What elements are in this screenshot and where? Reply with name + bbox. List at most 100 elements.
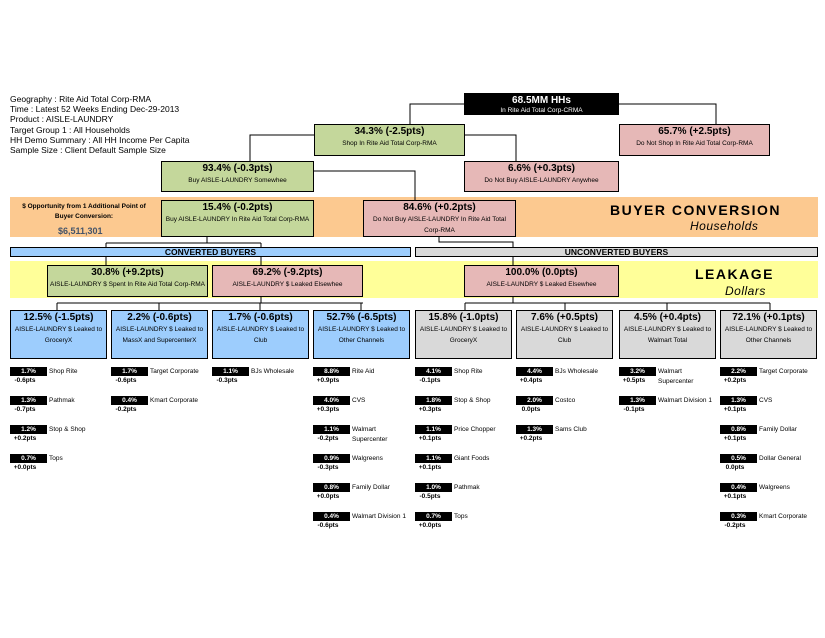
store-change: +0.3pts — [418, 406, 442, 413]
store-name: BJs Wholesale — [251, 368, 294, 375]
store-name: Dollar General — [759, 455, 801, 462]
header-target-group: Target Group 1 : All Households — [10, 124, 131, 135]
store-item: 0.7% +0.0pts Tops — [415, 512, 515, 538]
node-spent-in-rite-aid: 30.8% (+9.2pts) AISLE-LAUNDRY $ Spent In… — [47, 265, 208, 297]
store-share: 1.3% — [720, 396, 757, 405]
store-change: +0.0pts — [418, 522, 442, 529]
channel-value: 72.1% (+0.1pts) — [732, 312, 805, 323]
header-geography: Geography : Rite Aid Total Corp-RMA — [10, 94, 152, 104]
store-item: 1.3% -0.1pts Walmart Division 1 — [619, 396, 719, 422]
store-name: Walgreens — [759, 484, 790, 491]
node-label: AISLE-LAUNDRY $ Spent In Rite Aid Total … — [50, 281, 205, 288]
store-name: BJs Wholesale — [555, 368, 598, 375]
store-change: 0.0pts — [521, 406, 541, 413]
store-item: 0.8% +0.0pts Family Dollar — [313, 483, 413, 509]
store-name: Stop & Shop — [49, 426, 86, 433]
store-change: -0.7pts — [14, 406, 36, 413]
store-change: -0.5pts — [419, 493, 441, 500]
channel-box: 2.2% (-0.6pts) AISLE-LAUNDRY $ Leaked to… — [111, 310, 208, 359]
store-change: -0.2pts — [115, 406, 137, 413]
store-share: 1.7% — [10, 367, 47, 376]
channel-value: 4.5% (+0.4pts) — [634, 312, 701, 323]
store-item: 0.4% -0.2pts Kmart Corporate — [111, 396, 211, 422]
store-change: +0.2pts — [519, 435, 543, 442]
store-name: Pathmak — [454, 484, 480, 491]
channel-value: 1.7% (-0.6pts) — [228, 312, 293, 323]
store-share: 4.0% — [313, 396, 350, 405]
store-share: 4.1% — [415, 367, 452, 376]
channel-box: 72.1% (+0.1pts) AISLE-LAUNDRY $ Leaked t… — [720, 310, 817, 359]
opportunity-amount: $6,511,301 — [58, 226, 103, 236]
store-name: Costco — [555, 397, 576, 404]
channel-value: 2.2% (-0.6pts) — [127, 312, 192, 323]
store-share: 0.7% — [10, 454, 47, 463]
store-change: +0.1pts — [723, 435, 747, 442]
store-item: 0.4% -0.6pts Walmart Division 1 — [313, 512, 413, 538]
store-change: +0.1pts — [418, 464, 442, 471]
node-total-hhs: 68.5MM HHs In Rite Aid Total Corp-CRMA — [464, 93, 619, 115]
node-label: Do Not Shop In Rite Aid Total Corp-RMA — [636, 140, 753, 147]
node-label: Buy AISLE-LAUNDRY Somewhee — [188, 177, 287, 184]
store-share: 1.3% — [10, 396, 47, 405]
node-not-buy-in-rite-aid: 84.6% (+0.2pts) Do Not Buy AISLE-LAUNDRY… — [363, 200, 516, 237]
store-name: Rite Aid — [352, 368, 375, 375]
households-subtitle: Households — [690, 219, 759, 233]
node-value: 34.3% (-2.5pts) — [354, 126, 425, 137]
store-change: -0.3pts — [317, 464, 339, 471]
store-share: 0.7% — [415, 512, 452, 521]
store-name: CVS — [352, 397, 366, 404]
unconverted-buyers-header: UNCONVERTED BUYERS — [415, 247, 818, 257]
store-change: +0.2pts — [723, 377, 747, 384]
store-share: 0.8% — [313, 483, 350, 492]
store-share: 4.4% — [516, 367, 553, 376]
store-change: +0.2pts — [13, 435, 37, 442]
header-demo: HH Demo Summary : All HH Income Per Capi… — [10, 134, 190, 145]
store-change: -0.2pts — [317, 435, 339, 442]
channel-value: 12.5% (-1.5pts) — [23, 312, 94, 323]
node-value: 100.0% (0.0pts) — [505, 267, 578, 278]
node-value: 30.8% (+9.2pts) — [91, 267, 164, 278]
node-value: 69.2% (-9.2pts) — [252, 267, 323, 278]
store-share: 0.4% — [111, 396, 148, 405]
store-change: +0.1pts — [723, 493, 747, 500]
node-shop: 34.3% (-2.5pts) Shop In Rite Aid Total C… — [314, 124, 465, 156]
node-buy-somewhere: 93.4% (-0.3pts) Buy AISLE-LAUNDRY Somewh… — [161, 161, 314, 192]
store-name: Walgreens — [352, 455, 383, 462]
node-value: 15.4% (-0.2pts) — [202, 202, 273, 213]
store-share: 0.4% — [720, 483, 757, 492]
store-share: 3.2% — [619, 367, 656, 376]
store-change: -0.6pts — [317, 522, 339, 529]
store-item: 1.2% +0.2pts Stop & Shop — [10, 425, 110, 451]
store-name: Giant Foods — [454, 455, 490, 462]
channel-box: 1.7% (-0.6pts) AISLE-LAUNDRY $ Leaked to… — [212, 310, 309, 359]
store-name: Price Chopper — [454, 426, 496, 433]
store-item: 0.3% -0.2pts Kmart Corporate — [720, 512, 820, 538]
store-name: Family Dollar — [352, 484, 390, 491]
channel-box: 12.5% (-1.5pts) AISLE-LAUNDRY $ Leaked t… — [10, 310, 107, 359]
buyer-conversion-title: BUYER CONVERSION — [610, 202, 782, 218]
node-leaked-elsewhere-unconverted: 100.0% (0.0pts) AISLE-LAUNDRY $ Leaked E… — [464, 265, 619, 297]
store-share: 1.0% — [415, 483, 452, 492]
channel-box: 4.5% (+0.4pts) AISLE-LAUNDRY $ Leaked to… — [619, 310, 716, 359]
store-item: 3.2% +0.5pts Walmart Supercenter — [619, 367, 719, 393]
store-name: Sams Club — [555, 426, 587, 433]
store-change: +0.9pts — [316, 377, 340, 384]
channel-value: 15.8% (-1.0pts) — [428, 312, 499, 323]
store-share: 8.8% — [313, 367, 350, 376]
store-share: 1.1% — [313, 425, 350, 434]
node-label: Do Not Buy AISLE-LAUNDRY Anywhee — [484, 177, 599, 184]
channel-label: AISLE-LAUNDRY $ Leaked to Club — [520, 326, 609, 344]
node-value: 93.4% (-0.3pts) — [202, 163, 273, 174]
store-item: 4.0% +0.3pts CVS — [313, 396, 413, 422]
store-change: -0.2pts — [724, 522, 746, 529]
store-item: 0.8% +0.1pts Family Dollar — [720, 425, 820, 451]
store-item: 0.9% -0.3pts Walgreens — [313, 454, 413, 480]
store-share: 0.8% — [720, 425, 757, 434]
store-name: CVS — [759, 397, 773, 404]
store-name: Target Corporate — [150, 368, 199, 375]
store-change: 0.0pts — [725, 464, 745, 471]
store-item: 0.5% 0.0pts Dollar General — [720, 454, 820, 480]
store-share: 1.3% — [516, 425, 553, 434]
converted-buyers-header: CONVERTED BUYERS — [10, 247, 411, 257]
store-item: 4.1% -0.1pts Shop Rite — [415, 367, 515, 393]
